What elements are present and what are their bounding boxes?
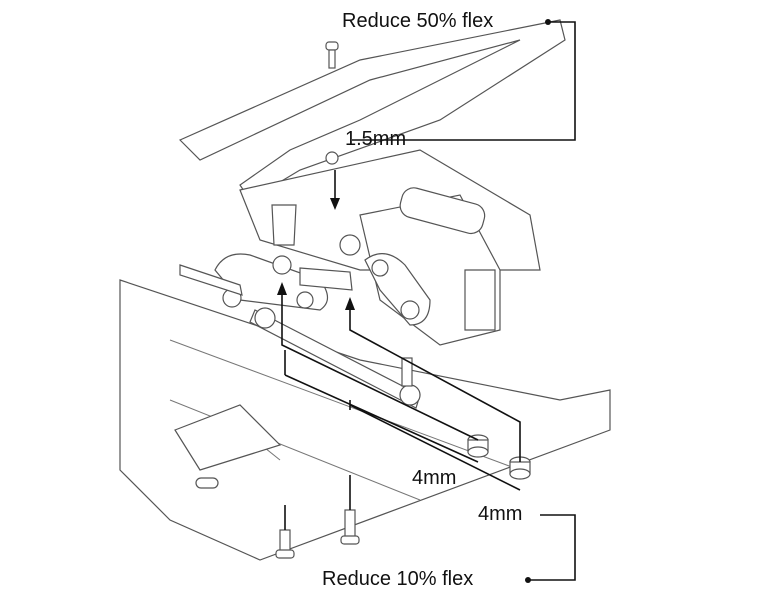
- screw-bottom-left: [275, 529, 295, 559]
- chassis-plate: [119, 279, 611, 561]
- leader-lines: [277, 19, 576, 583]
- callout-reduce-50-flex: Reduce 50% flex: [342, 10, 494, 32]
- callout-spacer-4mm-right: 4mm: [478, 503, 523, 525]
- screw-top: [325, 41, 339, 69]
- spacer-4mm-b: [509, 456, 531, 480]
- callout-spacer-1-5mm: 1.5mm: [345, 128, 407, 150]
- callout-reduce-10-flex: Reduce 10% flex: [322, 568, 474, 590]
- spacer-4mm-a: [467, 434, 489, 458]
- tie-rod: [179, 264, 243, 296]
- callout-spacer-4mm-mid: 4mm: [412, 467, 457, 489]
